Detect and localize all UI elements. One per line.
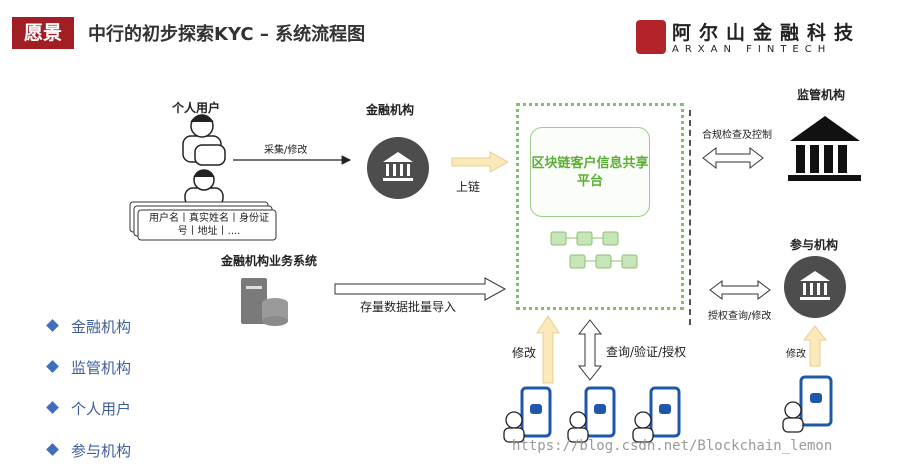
id-card-icon	[137, 209, 277, 241]
modify-right-label: 修改	[786, 349, 806, 360]
phone-icon	[799, 375, 833, 427]
watermark: https://blog.csdn.net/Blockchain_lemon	[512, 438, 833, 454]
phone-icon	[520, 386, 552, 438]
modify-arrow-icon	[536, 315, 560, 384]
bullet-item: 监管机构	[46, 357, 131, 378]
platform-box	[530, 127, 650, 217]
card-text: 用户名丨真实姓名丨身份证号丨地址丨....	[149, 213, 269, 237]
phone-icon	[584, 386, 616, 438]
query-verify-label: 查询/验证/授权	[606, 345, 687, 359]
server-icon	[241, 278, 288, 326]
auth-query-label: 授权查询/修改	[708, 311, 772, 322]
separator-line	[689, 110, 691, 325]
platform-label: 区块链客户信息共享平台	[531, 156, 649, 189]
modify-bottom-label: 修改	[512, 346, 537, 360]
personal-user-label: 个人用户	[172, 101, 221, 115]
query-arrow-icon	[577, 319, 603, 381]
logo-text-cn: 阿尔山金融科技	[672, 22, 862, 44]
header-tag: 愿景	[12, 17, 74, 49]
bulk-import-label: 存量数据批量导入	[360, 300, 457, 314]
participant-bank-icon	[784, 256, 846, 318]
business-system-label: 金融机构业务系统	[221, 254, 318, 268]
bank-icon	[367, 137, 429, 199]
collect-label: 采集/修改	[264, 145, 308, 156]
bullet-item: 个人用户	[46, 398, 131, 419]
blockchain-icon	[550, 231, 638, 269]
page-title: 中行的初步探索KYC – 系统流程图	[88, 24, 366, 45]
regulator-label: 监管机构	[797, 88, 846, 102]
diamond-icon	[46, 360, 59, 373]
upload-label: 上链	[456, 180, 481, 194]
regulator-icon	[788, 116, 861, 181]
diamond-icon	[46, 319, 59, 332]
modify-right-arrow-icon	[802, 325, 828, 367]
person-icon	[184, 169, 224, 207]
diamond-icon	[46, 401, 59, 414]
participant-label: 参与机构	[790, 238, 839, 252]
person-icon	[503, 401, 804, 443]
double-arrow-icon	[709, 280, 771, 300]
financial-inst-label: 金融机构	[366, 103, 415, 117]
diamond-icon	[46, 443, 59, 456]
upload-arrow-icon	[451, 151, 510, 173]
platform-boundary	[516, 103, 684, 310]
person-icon	[194, 144, 226, 166]
logo-seal-icon	[636, 20, 666, 54]
logo-text-en: ARXAN FINTECH	[672, 44, 832, 55]
compliance-label: 合规检查及控制	[702, 130, 772, 141]
bullet-item: 金融机构	[46, 316, 131, 337]
bullet-item: 参与机构	[46, 440, 131, 461]
double-arrow-icon	[702, 146, 764, 170]
import-arrow-icon	[334, 277, 507, 301]
phone-icon	[649, 386, 681, 438]
